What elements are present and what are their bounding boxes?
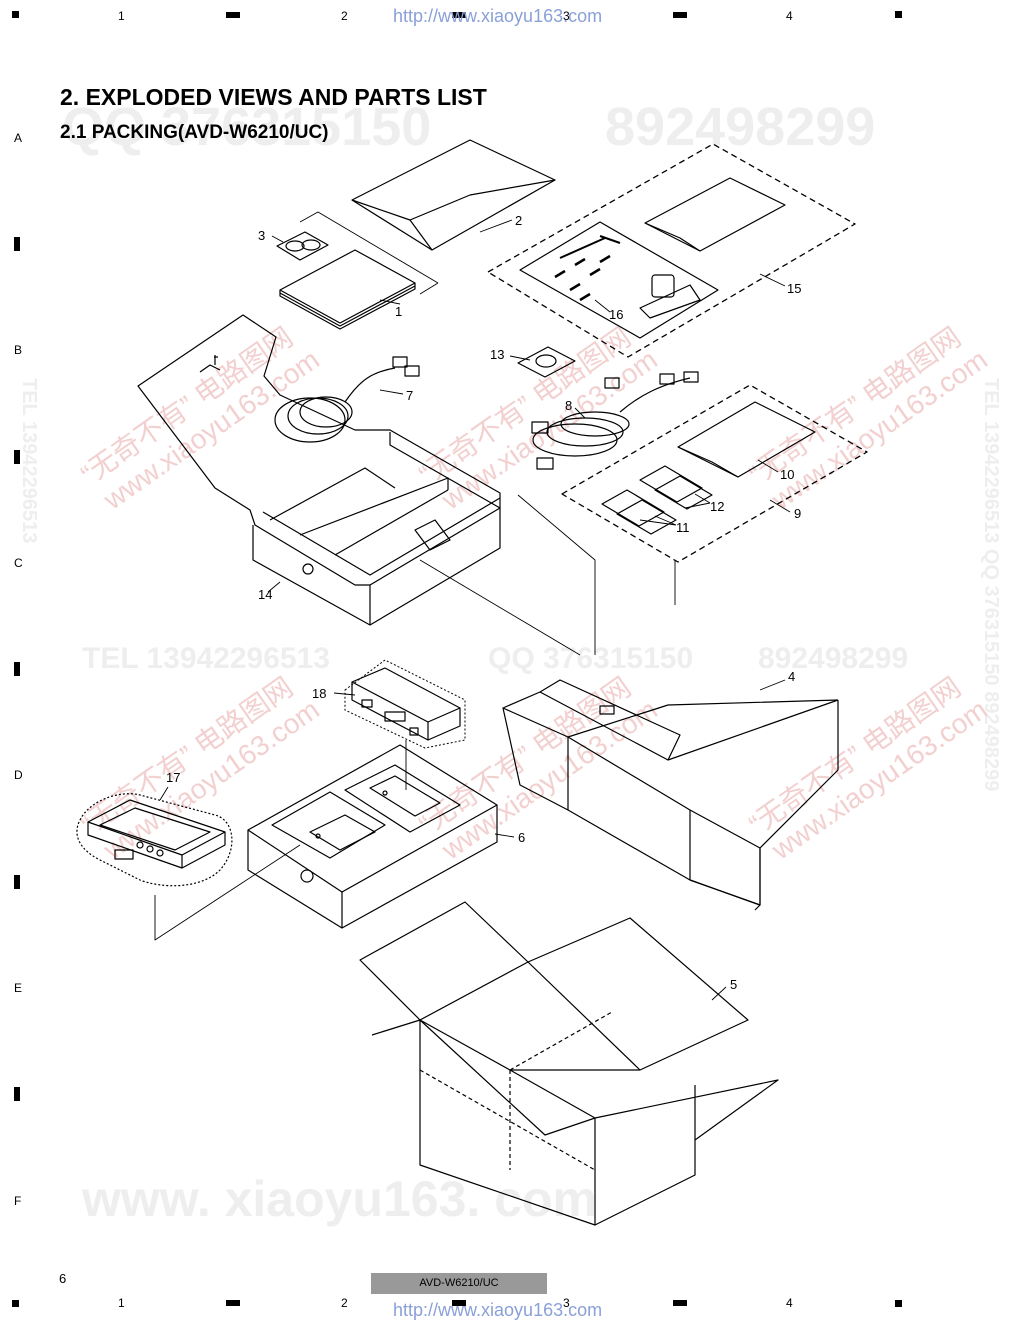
leader-line	[517, 494, 596, 655]
corner-mark-top-right	[895, 11, 902, 18]
grid-mark-top	[452, 12, 466, 18]
grid-mark-top	[673, 12, 687, 18]
grid-col-1-bottom: 1	[118, 1296, 125, 1310]
footer-url-link[interactable]: http://www.xiaoyu163.com	[393, 1300, 603, 1320]
corner-mark-bottom-right	[895, 1300, 902, 1307]
callout-15: 15	[787, 281, 801, 296]
grid-col-2-bottom: 2	[341, 1296, 348, 1310]
corner-mark-top-left	[12, 11, 19, 18]
callout-3: 3	[258, 228, 265, 243]
grid-mark-top	[226, 12, 240, 18]
callout-4: 4	[788, 669, 795, 684]
watermark-qq: QQ 376315150	[488, 642, 694, 675]
grid-mark-left	[14, 875, 20, 889]
grid-col-4-bottom: 4	[786, 1296, 793, 1310]
callout-leaders	[159, 219, 791, 1001]
callout-17: 17	[166, 770, 180, 785]
part-15-inner-bag	[644, 177, 786, 252]
callout-7: 7	[406, 388, 413, 403]
grid-mark-bottom	[673, 1300, 687, 1306]
callout-5: 5	[730, 977, 737, 992]
corner-mark-bottom-left	[12, 1300, 19, 1307]
page-number: 6	[59, 1271, 67, 1286]
part-11-12-labels	[601, 465, 713, 535]
model-label: AVD-W6210/UC	[371, 1273, 547, 1294]
part-8-harness	[531, 371, 699, 470]
grid-row-e: E	[14, 981, 23, 995]
grid-mark-bottom	[452, 1300, 466, 1306]
grid-mark-left	[14, 1087, 20, 1101]
part-7-cable	[274, 356, 420, 443]
grid-row-b: B	[14, 343, 23, 357]
grid-col-4-top: 4	[786, 9, 793, 23]
part-4-box	[502, 679, 839, 911]
callout-6: 6	[518, 830, 525, 845]
part-3-discs	[276, 231, 329, 261]
grid-mark-left	[14, 662, 20, 676]
part-16-screws-group	[519, 221, 719, 339]
grid-mark-left	[14, 237, 20, 251]
part-2-envelope	[351, 139, 556, 251]
watermark-qq: QQ 376315150	[62, 97, 432, 157]
part-1-manual	[279, 249, 416, 330]
part-5-carton	[359, 901, 779, 1226]
grid-col-2-top: 2	[341, 9, 348, 23]
callout-1: 1	[395, 304, 402, 319]
leader-line	[154, 844, 301, 941]
grid-row-a: A	[14, 131, 23, 145]
page-title: 2. EXPLODED VIEWS AND PARTS LIST	[60, 84, 487, 110]
grid-col-3-top: 3	[563, 9, 570, 23]
section-title: 2.1 PACKING(AVD-W6210/UC)	[60, 122, 329, 143]
grid-row-c: C	[14, 556, 23, 570]
part-13-pad	[517, 346, 576, 378]
callout-2: 2	[515, 213, 522, 228]
grid-col-3-bottom: 3	[563, 1296, 570, 1310]
grid-row-d: D	[14, 768, 23, 782]
grid-row-f: F	[14, 1194, 22, 1208]
grid-mark-left	[14, 450, 20, 464]
part-9-bag	[561, 384, 868, 563]
watermark-site: www. xiaoyu163. com	[82, 1171, 598, 1227]
watermark-number: 892498299	[758, 642, 909, 675]
grid-col-1-top: 1	[118, 9, 125, 23]
callout-16: 16	[609, 307, 623, 322]
part-15-accessory-bag	[487, 143, 856, 358]
callout-18: 18	[312, 686, 326, 701]
leader-line	[419, 559, 581, 656]
callout-9: 9	[794, 506, 801, 521]
part-10-inner-bag	[677, 401, 816, 478]
callout-11: 11	[676, 520, 690, 535]
callout-10: 10	[780, 467, 794, 482]
part-6-foam-tray	[247, 744, 498, 929]
part-17-monitor	[76, 793, 233, 887]
callout-12: 12	[710, 499, 724, 514]
part-18-unit	[344, 659, 466, 790]
callout-14: 14	[258, 587, 272, 602]
watermark-tel: TEL 13942296513	[82, 642, 330, 675]
watermark-number: 892498299	[605, 97, 876, 157]
callout-13: 13	[490, 347, 504, 362]
header-url-link[interactable]: http://www.xiaoyu163.com	[393, 6, 603, 26]
part-14-inner-box	[137, 314, 501, 626]
group-bracket	[299, 211, 439, 295]
callout-8: 8	[565, 398, 572, 413]
grid-mark-bottom	[226, 1300, 240, 1306]
